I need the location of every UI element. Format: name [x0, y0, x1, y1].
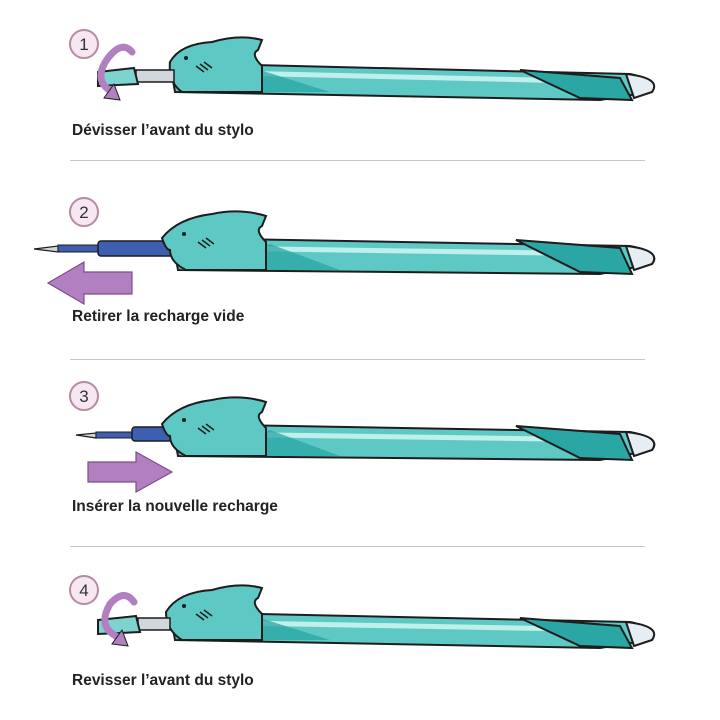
step-3-illustration: 3	[69, 381, 656, 494]
right-arrow-icon	[87, 450, 174, 494]
step-caption: Insérer la nouvelle recharge	[72, 498, 278, 515]
shark-head-icon	[160, 210, 268, 271]
step-caption: Retirer la recharge vide	[72, 308, 245, 325]
step-4: 4 Revisser l’avant du stylo	[0, 572, 720, 720]
step-2-illustration: 2	[33, 197, 656, 306]
step-divider	[70, 160, 645, 161]
shark-head-icon	[168, 36, 264, 93]
step-1: 1 Dévisser l’avant du stylo	[0, 0, 720, 160]
step-divider	[70, 359, 645, 360]
rotate-arrow-icon	[101, 592, 138, 647]
step-number-badge: 2	[69, 197, 99, 227]
pen-refill	[75, 426, 173, 442]
pen-refill	[33, 240, 179, 257]
step-caption: Dévisser l’avant du stylo	[72, 122, 254, 139]
step-number: 2	[79, 203, 88, 222]
step-caption: Revisser l’avant du stylo	[72, 672, 254, 689]
pen-body	[168, 61, 656, 102]
shark-head-icon	[160, 396, 268, 457]
pen-front-cap	[97, 66, 175, 88]
step-divider	[70, 546, 645, 547]
step-number-badge: 4	[69, 575, 99, 605]
rotate-arrow-icon	[97, 43, 136, 101]
step-3: 3 Insérer la nouvelle recharge	[0, 380, 720, 546]
step-number: 4	[79, 581, 88, 600]
step-4-illustration: 4	[69, 575, 656, 650]
shark-head-icon	[164, 584, 264, 641]
pen-body	[170, 422, 656, 462]
step-2: 2 Retirer la recharge vide	[0, 190, 720, 360]
step-1-illustration: 1	[69, 29, 656, 102]
step-number-badge: 3	[69, 381, 99, 411]
step-number-badge: 1	[69, 29, 99, 59]
step-number: 1	[79, 35, 88, 54]
left-arrow-icon	[46, 260, 133, 306]
step-number: 3	[79, 387, 88, 406]
